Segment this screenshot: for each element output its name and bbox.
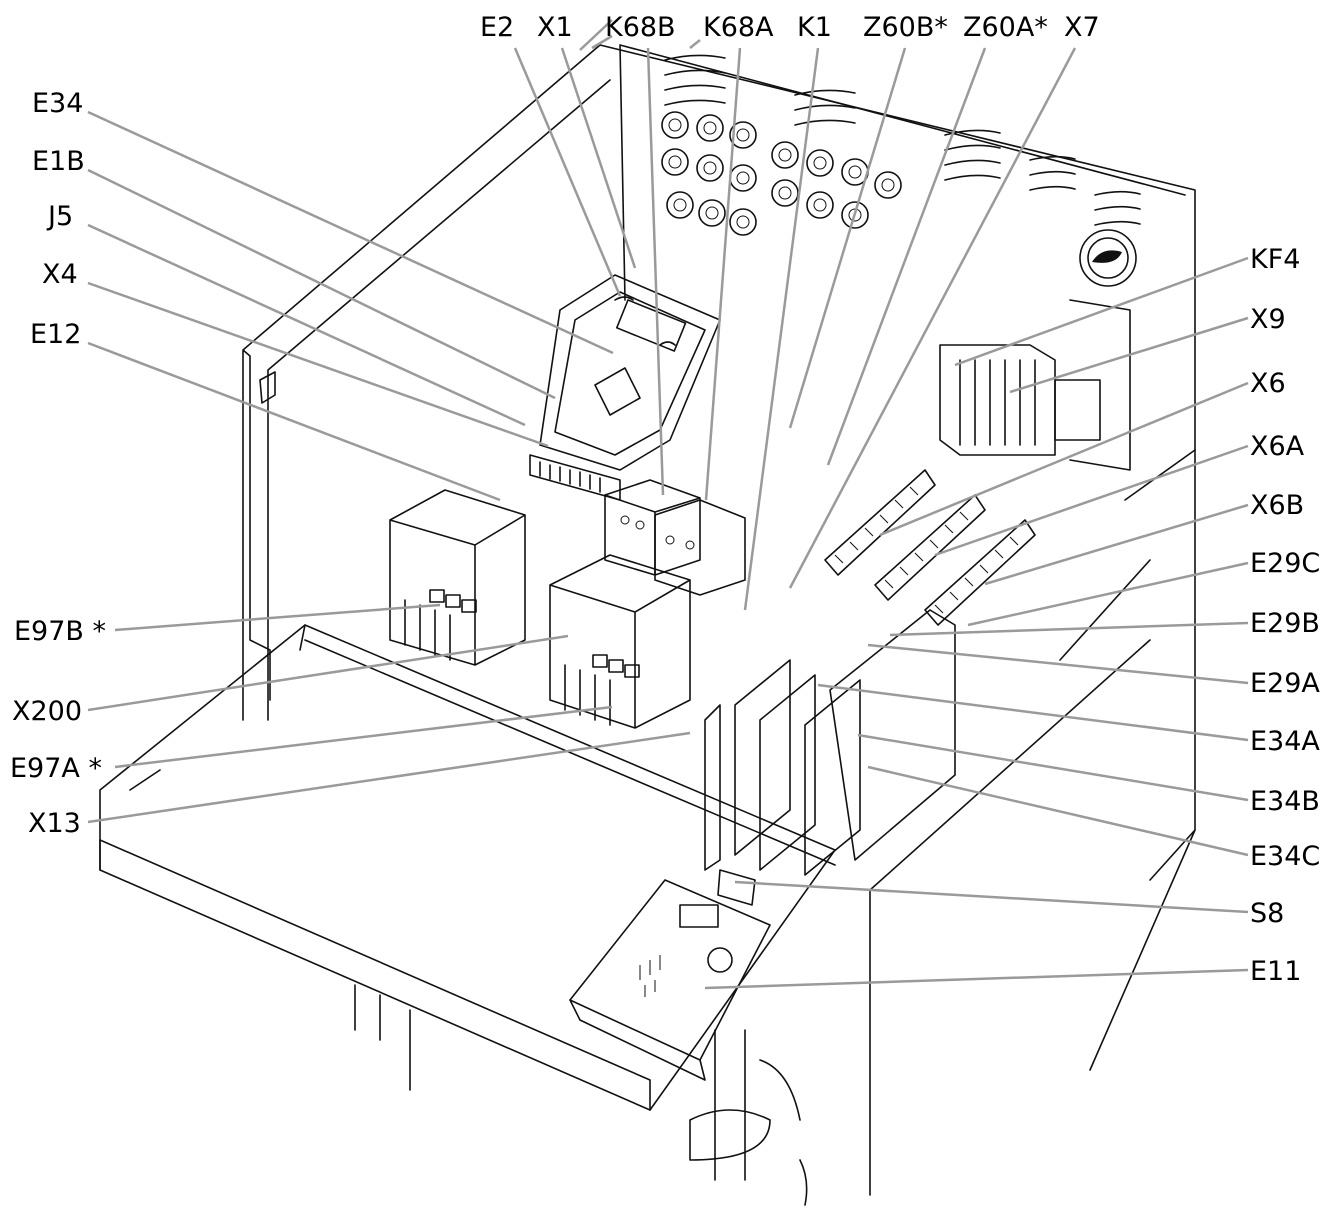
- leader-k68b: [646, 47, 665, 496]
- leader-k68a-stub: [689, 39, 701, 49]
- leader-k1: [743, 47, 820, 611]
- label-kf4: KF4: [1250, 244, 1300, 275]
- leader-k68a: [704, 47, 742, 501]
- label-e34b: E34B: [1250, 786, 1320, 817]
- leader-x6b: [984, 503, 1249, 586]
- leader-e34a: [817, 683, 1249, 742]
- vertical-cards: [704, 609, 956, 876]
- leader-x13: [87, 731, 691, 824]
- label-z60b: Z60B*: [863, 12, 948, 43]
- leader-e11: [704, 968, 1249, 990]
- label-x6a: X6A: [1250, 431, 1305, 462]
- label-e29c: E29C: [1250, 548, 1320, 579]
- leader-e34c: [867, 765, 1249, 857]
- leader-s8: [734, 880, 1249, 914]
- label-e97b: E97B *: [14, 616, 106, 647]
- label-e11: E11: [1250, 956, 1301, 987]
- leader-x6: [879, 381, 1249, 537]
- leader-x200: [87, 634, 569, 712]
- leader-e34b: [857, 733, 1249, 802]
- cabinet-left-rail: [259, 371, 276, 404]
- leader-x1: [560, 47, 637, 269]
- leader-x6a: [934, 444, 1249, 557]
- front-legs: [354, 984, 411, 1091]
- leader-j5: [87, 223, 526, 427]
- contactors: [604, 479, 746, 596]
- leader-e12: [87, 341, 501, 502]
- module-e97b: [389, 489, 526, 666]
- leader-k68b-stub: [591, 34, 613, 50]
- leader-x1-stub: [579, 19, 613, 51]
- leader-lines: [87, 19, 1249, 990]
- label-e34c: E34C: [1250, 841, 1320, 872]
- terminal-rows: [824, 469, 1036, 626]
- component-labels: E2 X1 K68B K68A K1 Z60B* Z60A* X7 E34 E1…: [10, 12, 1320, 987]
- label-x6: X6: [1250, 368, 1286, 399]
- leader-e1b: [87, 168, 556, 400]
- e11-box: [569, 869, 771, 1081]
- leader-z60b: [788, 47, 907, 429]
- leader-e34: [87, 110, 614, 355]
- label-k68b: K68B: [605, 12, 676, 43]
- leader-e97b: [114, 603, 441, 632]
- leader-e29c: [967, 561, 1249, 627]
- leader-e29a: [867, 643, 1249, 685]
- cabinet-illustration: [99, 44, 1196, 1206]
- leader-kf4: [954, 256, 1249, 367]
- label-x13: X13: [28, 808, 81, 839]
- label-x4: X4: [42, 259, 78, 290]
- label-e29a: E29A: [1250, 668, 1320, 699]
- cabinet-right-wall: [599, 44, 1196, 881]
- vent-slots: [664, 54, 1141, 226]
- kf4-x9-block: [939, 299, 1131, 471]
- label-e1b: E1B: [32, 146, 85, 177]
- pipe: [689, 1029, 808, 1206]
- label-x200: X200: [12, 696, 82, 727]
- label-j5: J5: [46, 201, 73, 232]
- label-e97a: E97A *: [10, 753, 102, 784]
- right-side-wall: [869, 449, 1196, 1196]
- label-x9: X9: [1250, 304, 1286, 335]
- label-x6b: X6B: [1250, 490, 1304, 521]
- leader-x4: [87, 281, 549, 448]
- cabinet-inner-left: [267, 79, 611, 721]
- label-x7: X7: [1064, 12, 1100, 43]
- pcb-board: [554, 291, 706, 456]
- leader-x9: [1009, 316, 1249, 394]
- leader-z60a: [826, 47, 987, 466]
- rear-panel: [619, 44, 1186, 301]
- leader-e29b: [889, 621, 1249, 637]
- label-e34a: E34A: [1250, 726, 1320, 757]
- cabinet-left-wall: [242, 44, 601, 721]
- leader-e97a: [114, 705, 613, 769]
- leader-x7: [788, 47, 1077, 589]
- label-x1: X1: [537, 12, 573, 43]
- label-e34: E34: [32, 88, 83, 119]
- label-k68a: K68A: [703, 12, 774, 43]
- cable-glands: [661, 111, 1137, 287]
- pcb-carrier: [539, 274, 721, 471]
- label-z60a: Z60A*: [963, 12, 1048, 43]
- label-k1: K1: [797, 12, 832, 43]
- label-s8: S8: [1250, 898, 1284, 929]
- front-tray: [99, 624, 836, 1111]
- label-e29b: E29B: [1250, 608, 1320, 639]
- label-e12: E12: [30, 319, 81, 350]
- terminal-strip-x4: [529, 454, 621, 501]
- module-e97a: [549, 554, 691, 729]
- label-e2: E2: [480, 12, 514, 43]
- leader-e2: [513, 47, 622, 297]
